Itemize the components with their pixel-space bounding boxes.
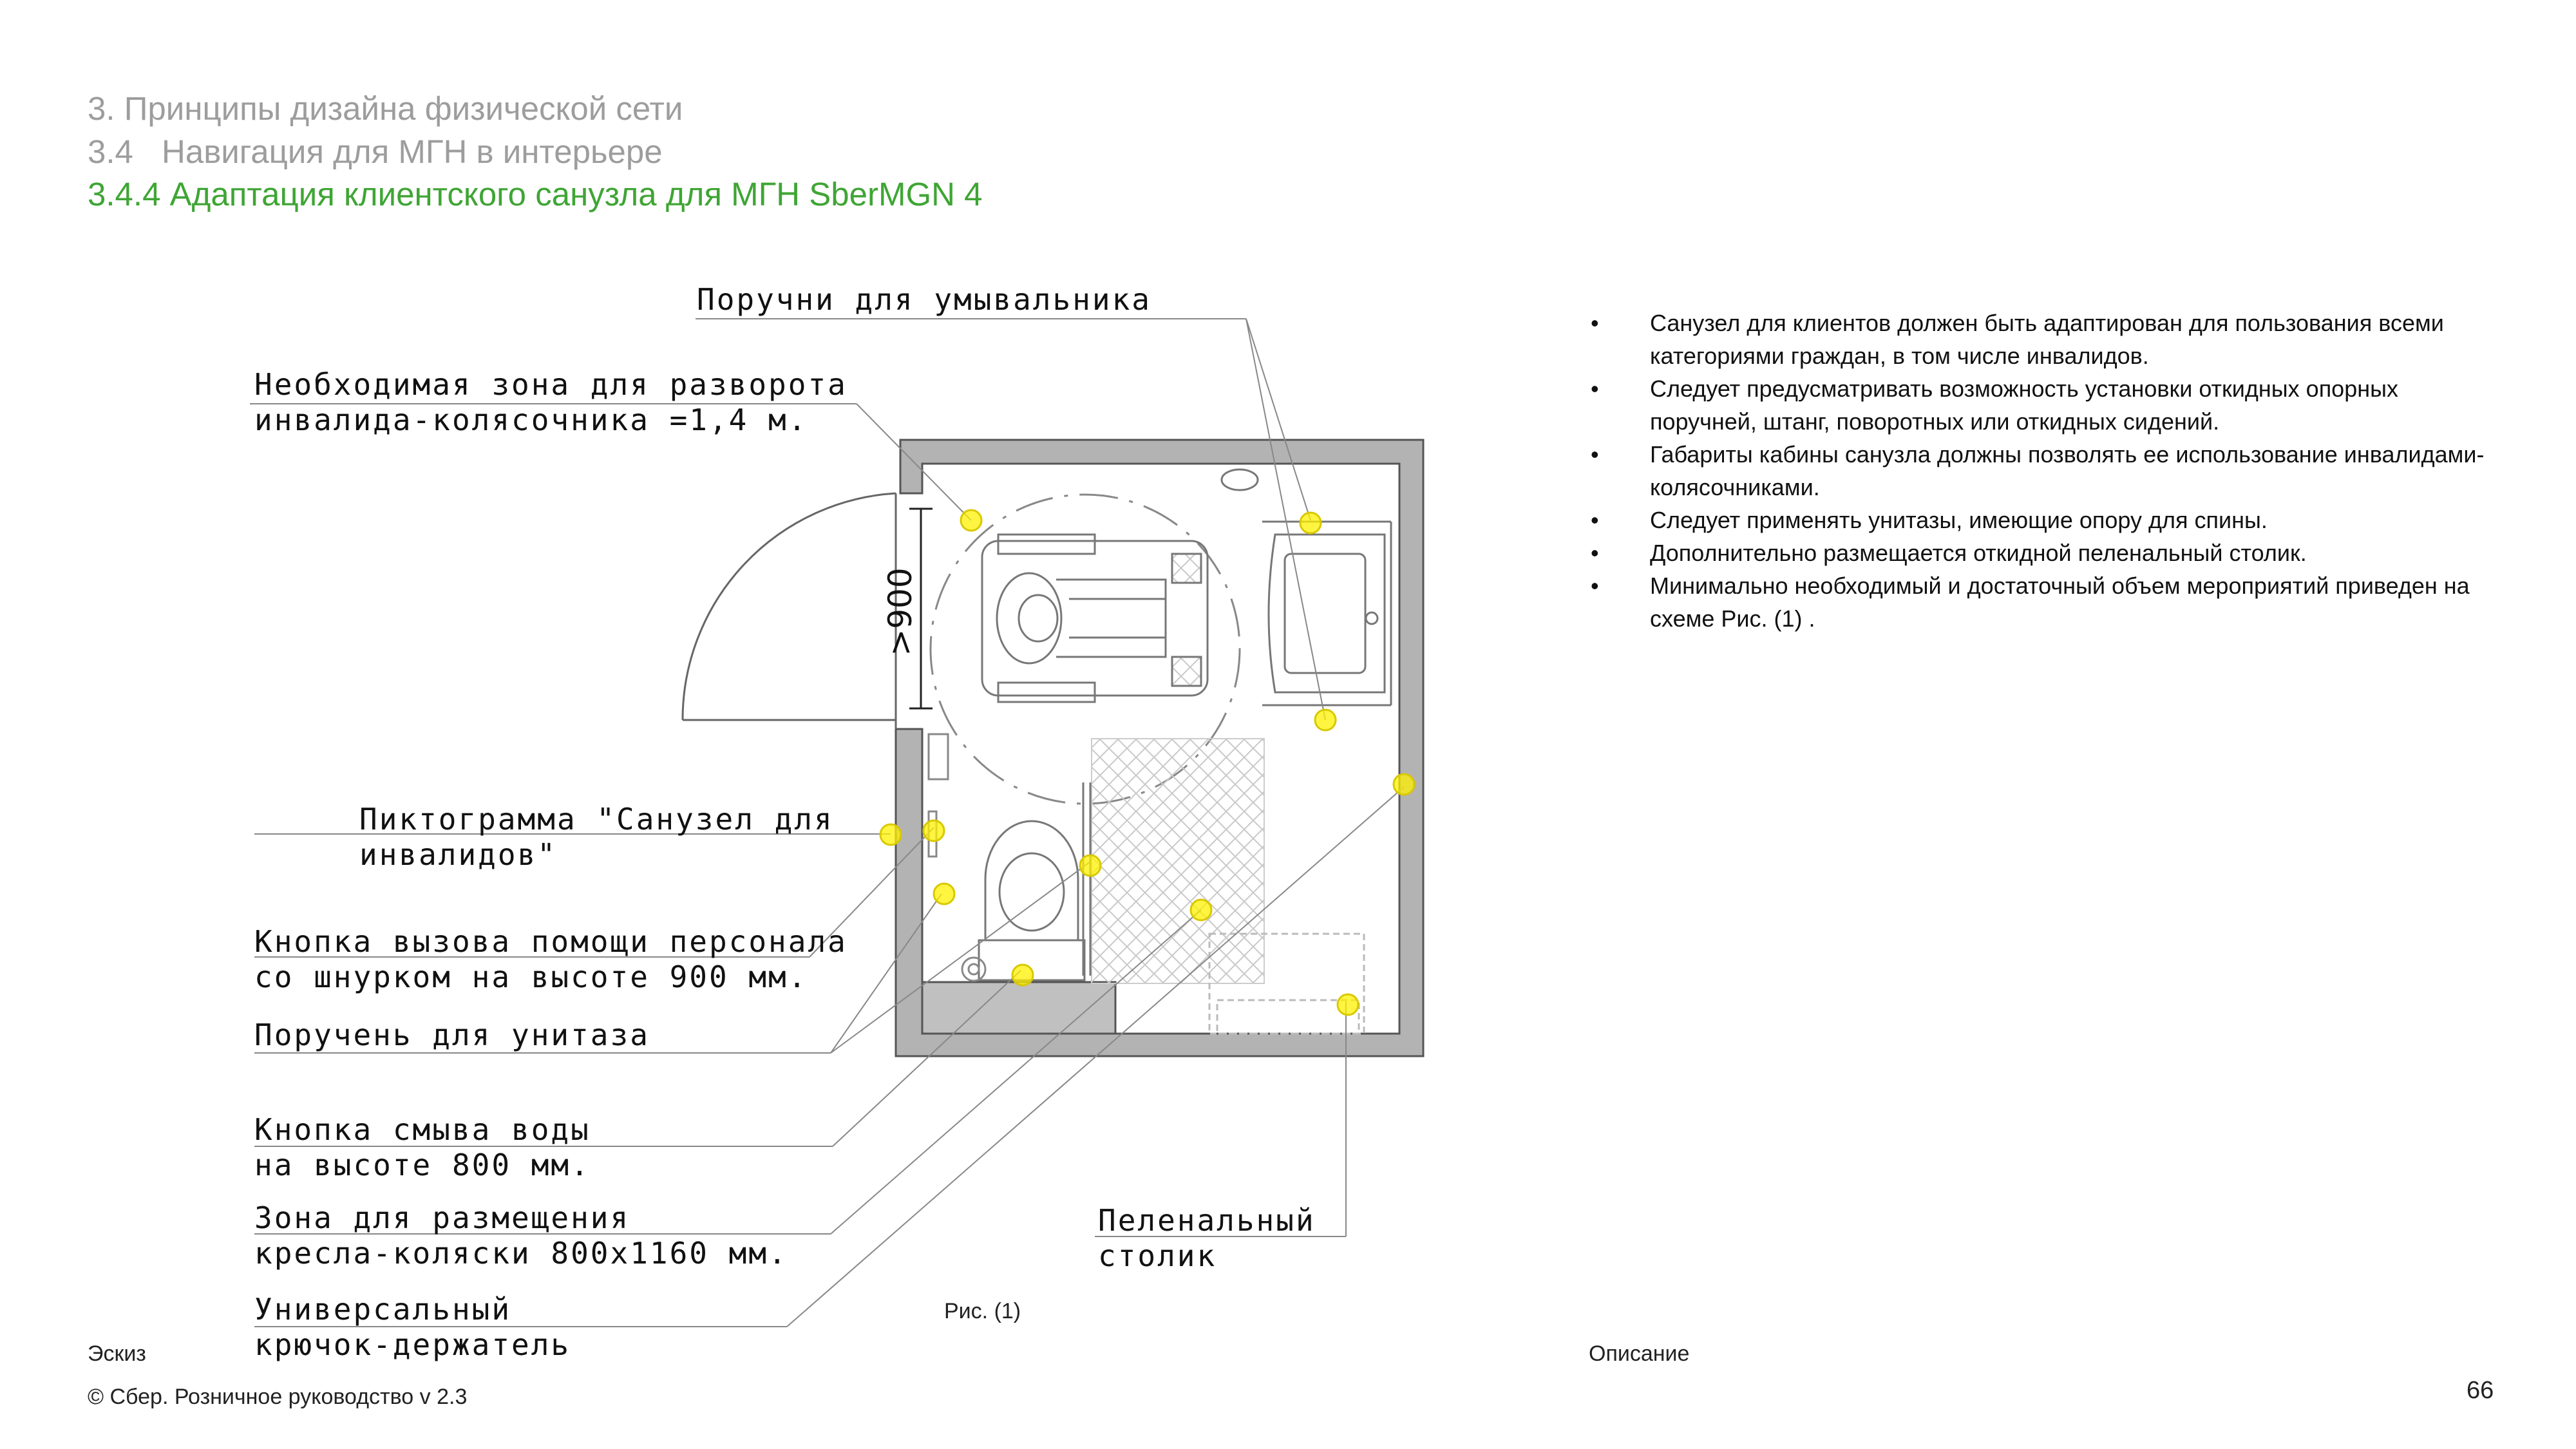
description-item: Следует применять унитазы, имеющие опору… [1586, 504, 2487, 536]
label-wheelchair-zone-line2: кресла-коляски 800х1160 мм. [254, 1236, 788, 1271]
label-flush-button-line2: на высоте 800 мм. [254, 1148, 591, 1182]
label-hook-line2: крючок-держатель [254, 1327, 571, 1362]
door-width-label: >900 [882, 567, 919, 656]
toilet [978, 782, 1092, 981]
label-pictogram-line1: Пиктограмма "Санузел для [359, 802, 834, 837]
subsection-title: Навигация для МГН в интерьере [162, 133, 663, 170]
label-turn-zone-line2: инвалида-колясочника =1,4 м. [254, 402, 808, 437]
marker-call-button [922, 819, 945, 842]
label-wheelchair-zone-line1: Зона для размещения [254, 1200, 630, 1235]
description-item: Санузел для клиентов должен быть адаптир… [1586, 307, 2487, 372]
description-item: Следует предусматривать возможность уста… [1586, 372, 2487, 438]
toilet-wall-ledge [921, 981, 1117, 1035]
label-call-button-line1: Кнопка вызова помощи персонала [254, 924, 848, 959]
wheelchair-with-person [981, 533, 1209, 703]
subsection-number: 3.4 [88, 133, 133, 170]
subsection-heading: 3.4 Навигация для МГН в интерьере [88, 135, 663, 168]
wheelchair-placement-zone [1091, 738, 1265, 984]
description-item: Минимально необходимый и достаточный объ… [1586, 569, 2487, 635]
marker-washbasin-handrail-bottom [1314, 708, 1337, 732]
label-flush-button-line1: Кнопка смыва воды [254, 1112, 591, 1147]
footer-copyright: © Сбер. Розничное руководство v 2.3 [88, 1385, 468, 1409]
marker-washbasin-handrail-top [1299, 511, 1322, 535]
door-width-dimension [909, 507, 933, 710]
label-washbasin-handrails-text: Поручни для умывальника [697, 282, 1151, 317]
label-hook: Универсальный крючок-держатель [254, 1292, 571, 1363]
label-call-button-line2: со шнурком на высоте 900 мм. [254, 960, 808, 994]
label-changing-table-line1: Пеленальный [1098, 1203, 1316, 1238]
marker-hook [1392, 773, 1416, 796]
label-wheelchair-zone: Зона для размещения кресла-коляски 800х1… [254, 1200, 788, 1271]
description-item: Дополнительно размещается откидной пелен… [1586, 536, 2487, 569]
marker-pictogram [879, 823, 902, 846]
door-swing [681, 492, 897, 729]
marker-turn-zone [960, 509, 983, 532]
sketch-label: Эскиз [88, 1341, 146, 1366]
label-toilet-handrail: Поручень для унитаза [254, 1018, 650, 1053]
description-list: Санузел для клиентов должен быть адаптир… [1586, 307, 2487, 635]
label-changing-table: Пеленальный столик [1098, 1203, 1316, 1274]
marker-changing-table [1336, 993, 1359, 1016]
label-toilet-handrail-text: Поручень для унитаза [254, 1018, 650, 1052]
marker-points [879, 509, 1416, 1016]
label-flush-button: Кнопка смыва воды на высоте 800 мм. [254, 1112, 591, 1183]
washbasin [1220, 468, 1392, 706]
description-item: Габариты кабины санузла должны позволять… [1586, 438, 2487, 504]
changing-table [1208, 933, 1365, 1035]
marker-toilet-handrail-right [1079, 854, 1102, 877]
description-label: Описание [1589, 1341, 1690, 1366]
label-changing-table-line2: столик [1098, 1238, 1217, 1273]
marker-flush-button [1011, 963, 1034, 987]
turning-circle [929, 493, 1241, 805]
marker-wheelchair-zone [1189, 898, 1213, 922]
toilet-paper-holder [927, 733, 987, 982]
marker-toilet-handrail-left [933, 882, 956, 905]
label-pictogram-line2: инвалидов" [359, 837, 557, 872]
label-turn-zone-line1: Необходимая зона для разворота [254, 367, 848, 402]
label-washbasin-handrails: Поручни для умывальника [697, 282, 1151, 317]
label-pictogram: Пиктограмма "Санузел для инвалидов" [359, 802, 834, 873]
label-turn-zone: Необходимая зона для разворота инвалида-… [254, 367, 848, 438]
section-heading: 3. Принципы дизайна физической сети [88, 90, 683, 127]
leader-lines [250, 318, 1405, 1327]
page-number: 66 [2467, 1377, 2494, 1404]
label-hook-line1: Универсальный [254, 1292, 512, 1327]
figure-caption: Рис. (1) [944, 1299, 1021, 1323]
page-title: 3.4.4 Адаптация клиентского санузла для … [88, 176, 983, 213]
label-call-button: Кнопка вызова помощи персонала со шнурко… [254, 924, 848, 995]
